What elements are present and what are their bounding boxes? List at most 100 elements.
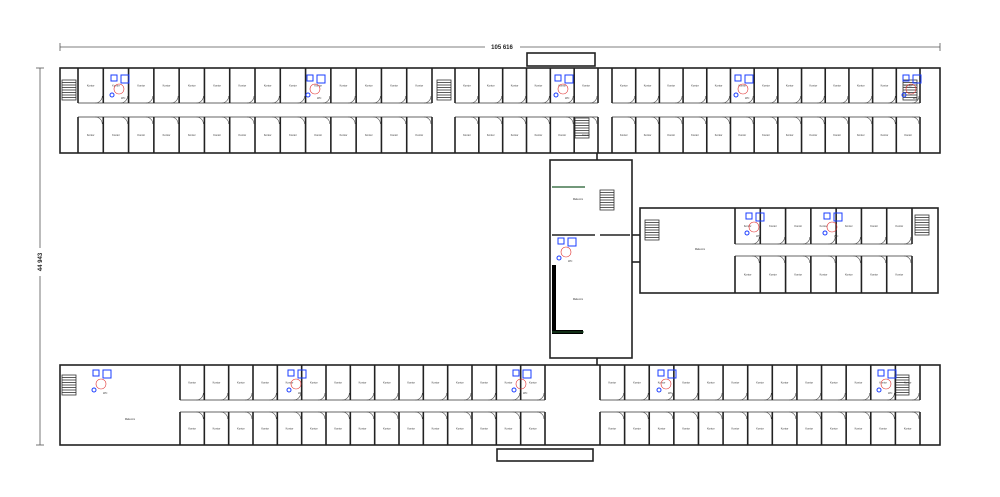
room: Kontor [463, 116, 479, 137]
room-label: Kontor [667, 133, 675, 137]
door [840, 95, 849, 104]
wc-fixtures: WC [822, 212, 843, 238]
door [196, 411, 204, 420]
wc-label: WC [888, 391, 892, 395]
room-label: Kontor [857, 133, 865, 137]
door [752, 255, 760, 264]
door [317, 392, 326, 401]
door [627, 95, 635, 104]
room: Kontor [608, 381, 624, 401]
door [512, 411, 520, 420]
room: Kontor [390, 84, 407, 104]
door [746, 95, 754, 104]
stair [61, 79, 77, 101]
stairs [61, 79, 930, 396]
room: Kontor [163, 84, 179, 104]
room-label: Kontor [691, 133, 699, 137]
door [864, 116, 872, 125]
room: Kontor [535, 84, 550, 104]
room: Kontor [833, 84, 849, 104]
room: Kontor [213, 411, 228, 431]
room: Kontor [334, 411, 350, 431]
door [342, 411, 350, 420]
door [120, 95, 128, 104]
room-label: Kontor [682, 381, 690, 385]
room: Kontor [682, 411, 698, 431]
room: Kontor [261, 411, 277, 431]
room-label: Kontor [456, 381, 464, 385]
room: Kontor [383, 411, 399, 431]
room: Kontor [769, 255, 785, 277]
room: Kontor [188, 381, 204, 401]
room-label: Kontor [334, 381, 342, 385]
room-label: Kontor [833, 84, 841, 88]
room-label: Kontor [904, 133, 912, 137]
room: Kontor [881, 84, 896, 104]
room: Kontor [658, 411, 674, 431]
width-dimension-label: 105 616 [491, 45, 513, 51]
door [777, 236, 785, 245]
room: Kontor [738, 116, 754, 137]
door [690, 392, 698, 401]
door [675, 116, 683, 125]
door [788, 392, 797, 401]
room: Kontor [137, 116, 154, 137]
wc-fixtures: WC [511, 369, 532, 395]
room-label: Kontor [383, 381, 391, 385]
room: Kontor [535, 116, 550, 137]
door [911, 116, 920, 125]
wc-label: WC [756, 234, 760, 238]
door [536, 392, 545, 401]
room-label: Kontor [810, 84, 818, 88]
room: Kontor [456, 411, 472, 431]
room: Kontor [633, 411, 649, 431]
door [722, 95, 730, 104]
room-label: Kontor [904, 381, 912, 385]
room-label: Kontor [810, 133, 818, 137]
room: Kontor [558, 116, 574, 137]
door [828, 255, 836, 264]
room: Kontor [769, 224, 785, 245]
door [641, 411, 649, 420]
room-label: Kontor [904, 84, 912, 88]
room-label: Kontor [756, 427, 764, 431]
wc-label: WC [668, 391, 672, 395]
room: Kontor [261, 381, 277, 401]
wc-label: WC [568, 259, 572, 263]
door [297, 95, 305, 104]
door [269, 411, 277, 420]
wc-fixtures: WC [901, 74, 922, 100]
room-label: Kontor [845, 224, 853, 228]
room-label: Kontor [383, 427, 391, 431]
door [348, 95, 356, 104]
door [651, 116, 659, 125]
room-label: Kontor [558, 84, 566, 88]
door [297, 116, 305, 125]
room: Kontor [820, 255, 836, 277]
room-label: Kontor [582, 133, 590, 137]
accessibility-circle-icon [557, 83, 569, 95]
accessibility-circle-icon [880, 378, 892, 390]
door [463, 392, 472, 401]
room-label: Kontor [188, 84, 196, 88]
room-label: Kontor [633, 381, 641, 385]
room: Kontor [781, 411, 797, 431]
top-entrance [526, 52, 596, 67]
door [887, 411, 895, 420]
room-label: Kontor [213, 84, 221, 88]
room-label: Kontor [359, 427, 367, 431]
door [802, 255, 811, 264]
room: Kontor [633, 381, 649, 401]
accessibility-circle-icon [905, 83, 917, 95]
door [95, 95, 103, 104]
room: Kontor [289, 84, 305, 104]
door [348, 116, 356, 125]
door [802, 236, 811, 245]
door [769, 116, 778, 125]
room: Kontor [407, 411, 423, 431]
door [269, 392, 277, 401]
door [665, 411, 674, 420]
room-label: Kontor [365, 133, 373, 137]
room-label: Kontor [707, 427, 715, 431]
